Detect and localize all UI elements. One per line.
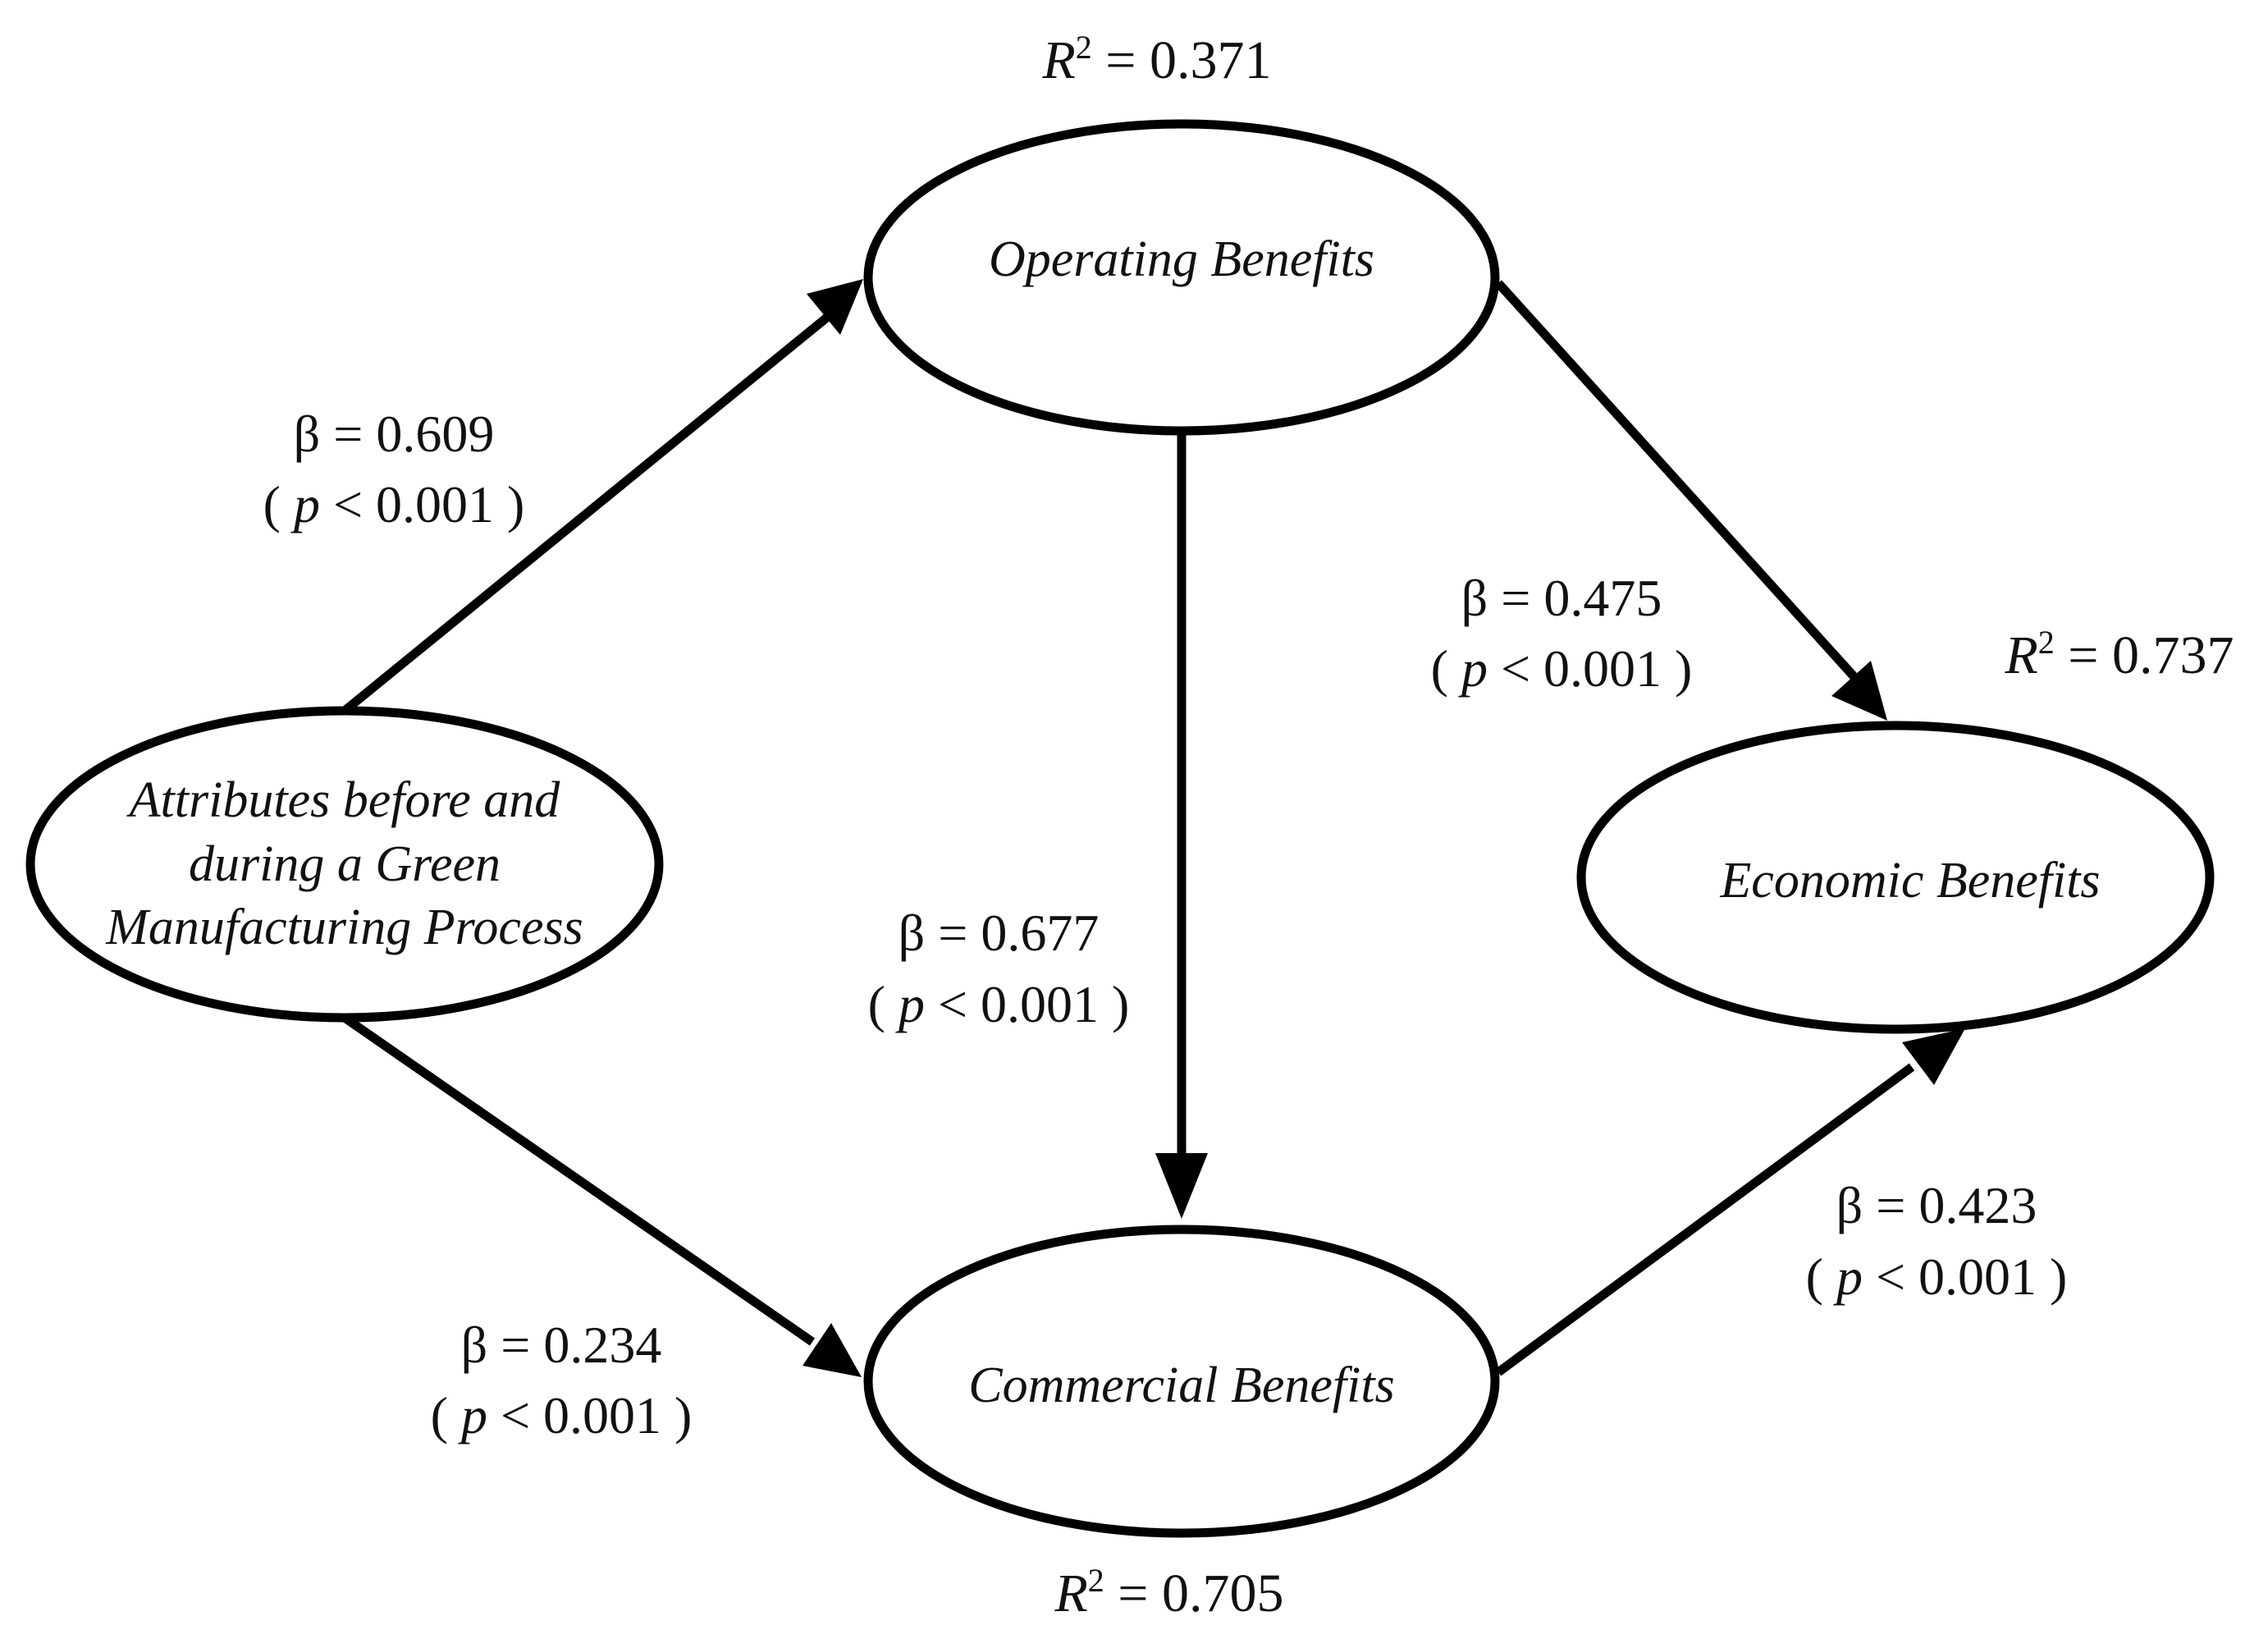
coef-operating-to-commercial: β = 0.677 ( p < 0.001 ) xyxy=(868,904,1130,1033)
arrowhead-operating-to-commercial xyxy=(1155,1153,1208,1219)
arrowhead-commercial-to-economic xyxy=(1902,1028,1965,1085)
p-value: ( p < 0.001 ) xyxy=(1431,639,1693,698)
arrowhead-attributes-to-commercial xyxy=(802,1323,862,1377)
node-economic-benefits: Economic Benefits xyxy=(1576,721,2215,1034)
node-attributes-label-line-3: Manufacturing Process xyxy=(105,900,583,955)
coef-operating-to-economic: β = 0.475 ( p < 0.001 ) xyxy=(1431,569,1693,698)
r-squared-commercial: R2 = 0.705 xyxy=(1054,1562,1283,1623)
beta-value: β = 0.423 xyxy=(1836,1176,2037,1234)
p-value: ( p < 0.001 ) xyxy=(1806,1248,2068,1306)
node-attributes-label-line-2: during a Green xyxy=(189,836,501,892)
node-operating-benefits: Operating Benefits xyxy=(863,119,1500,436)
node-operating-benefits-label: Operating Benefits xyxy=(989,231,1374,287)
node-commercial-benefits: Commercial Benefits xyxy=(863,1225,1500,1538)
node-commercial-benefits-label: Commercial Benefits xyxy=(968,1357,1394,1413)
r-squared-operating: R2 = 0.371 xyxy=(1041,29,1271,90)
p-value: ( p < 0.001 ) xyxy=(263,475,525,533)
beta-value: β = 0.677 xyxy=(899,904,1100,962)
coef-commercial-to-economic: β = 0.423 ( p < 0.001 ) xyxy=(1806,1176,2068,1306)
coef-attributes-to-operating: β = 0.609 ( p < 0.001 ) xyxy=(263,405,525,533)
p-value: ( p < 0.001 ) xyxy=(431,1386,693,1444)
beta-value: β = 0.475 xyxy=(1461,569,1662,627)
p-value: ( p < 0.001 ) xyxy=(868,975,1130,1033)
beta-value: β = 0.609 xyxy=(294,405,495,463)
coef-attributes-to-commercial: β = 0.234 ( p < 0.001 ) xyxy=(431,1316,693,1444)
node-attributes: Attributes before and during a Green Man… xyxy=(25,706,664,1023)
edge-attributes-to-operating xyxy=(341,312,832,715)
node-economic-benefits-label: Economic Benefits xyxy=(1719,853,2100,909)
beta-value: β = 0.234 xyxy=(461,1316,662,1374)
node-attributes-label-line-1: Attributes before and xyxy=(126,772,561,828)
edge-operating-to-economic xyxy=(1494,280,1859,680)
edge-attributes-to-commercial xyxy=(341,1014,816,1346)
arrowhead-attributes-to-operating xyxy=(807,279,863,335)
edge-commercial-to-economic xyxy=(1495,1063,1915,1376)
r-squared-economic: R2 = 0.737 xyxy=(2004,624,2234,685)
arrowhead-operating-to-economic xyxy=(1831,661,1887,721)
